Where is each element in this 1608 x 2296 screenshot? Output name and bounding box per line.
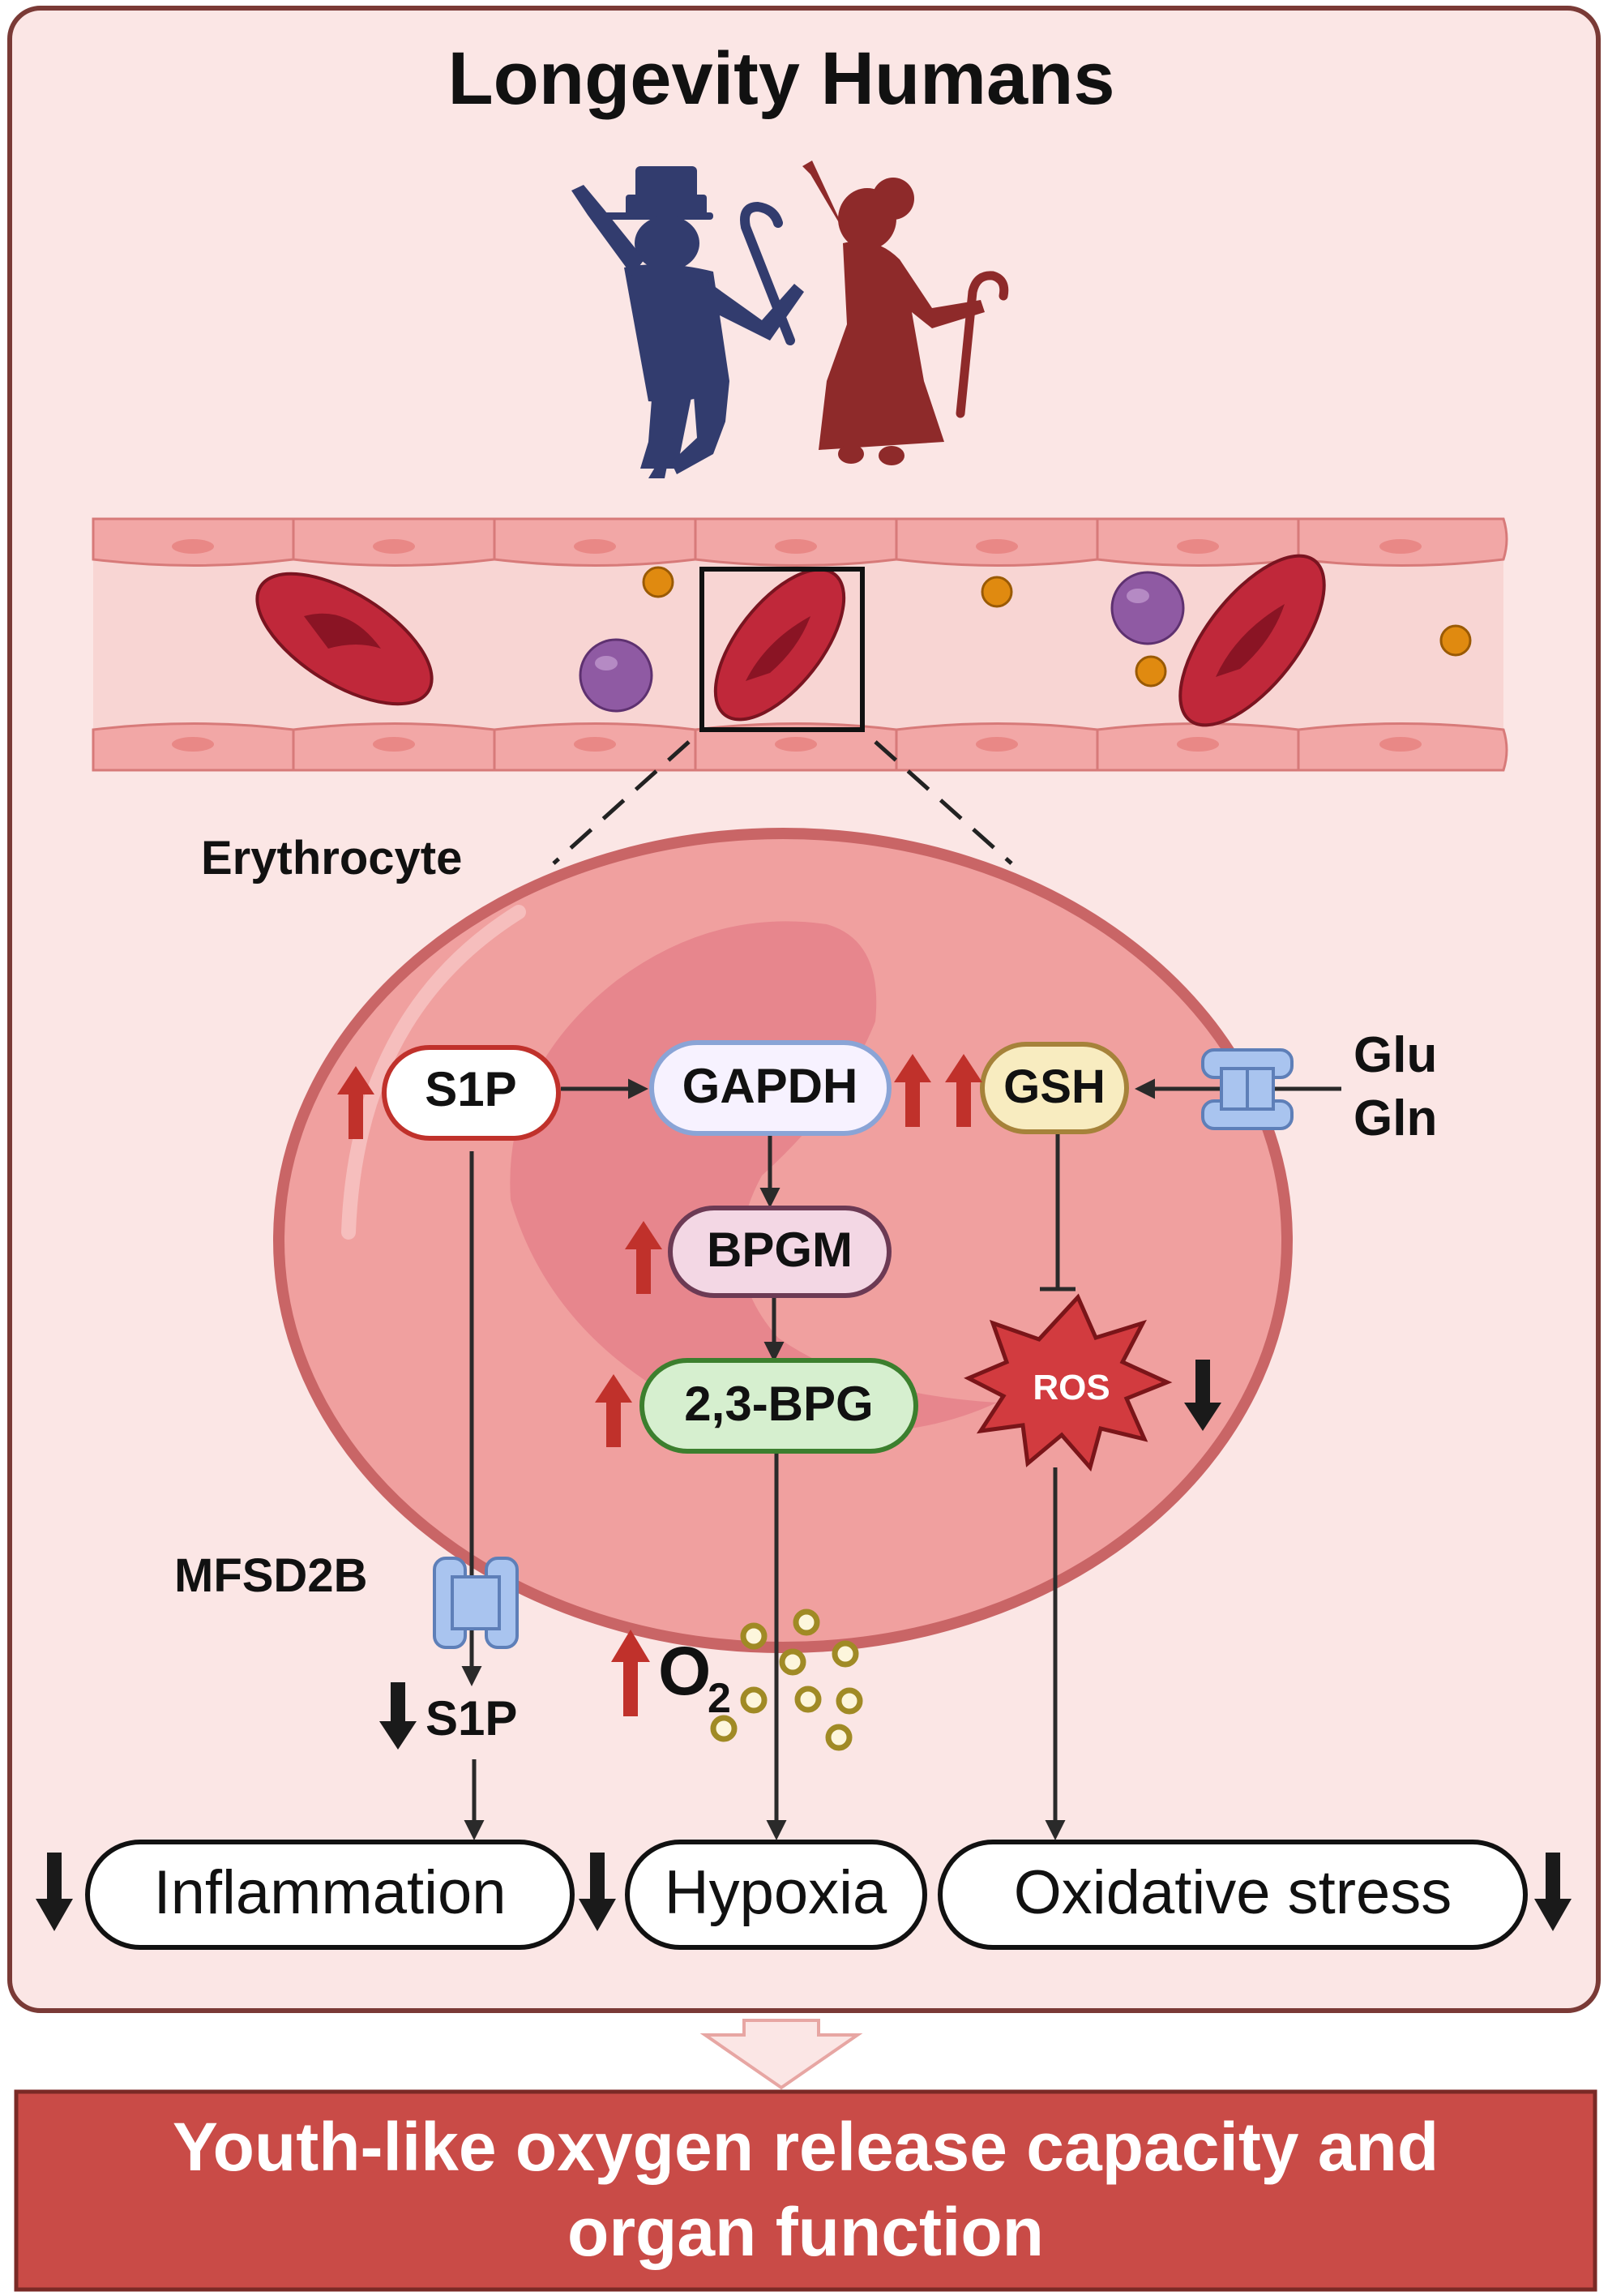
woman-with-cane-icon [802, 161, 985, 465]
zoom-line-left [552, 740, 691, 865]
ros-label: ROS [1033, 1368, 1110, 1407]
node-gapdh: GAPDH [649, 1040, 892, 1136]
red-blood-cell-icon [255, 572, 434, 706]
svg-text:GSH: GSH [1003, 1060, 1106, 1113]
white-blood-cell-icon [1110, 571, 1185, 645]
platelet-icon [642, 566, 1472, 688]
glu-label: Glu [1354, 1027, 1437, 1083]
zoom-line-right [874, 740, 1013, 865]
outcome-oxidative-stress: Oxidative stress [938, 1840, 1528, 1950]
title: Longevity Humans [447, 37, 1114, 120]
svg-text:Oxidative stress: Oxidative stress [1014, 1858, 1452, 1927]
oxygen-label: O 2 [658, 1633, 731, 1722]
red-blood-cell-icon [713, 568, 846, 722]
white-blood-cell-icon [579, 638, 653, 713]
svg-text:2: 2 [708, 1675, 731, 1722]
svg-text:O: O [658, 1633, 711, 1709]
node-s1p: S1P [382, 1045, 561, 1141]
zoom-box [699, 567, 865, 732]
blood-vessel [92, 517, 1508, 772]
oxygen-molecule-icon [710, 1608, 863, 1751]
woman-cane-icon [956, 271, 1009, 418]
mfsd2b-transporter-icon [433, 1557, 519, 1649]
svg-text:Inflammation: Inflammation [153, 1858, 506, 1927]
outcome-inflammation: Inflammation [85, 1840, 575, 1950]
ros-burst-icon: ROS [964, 1293, 1173, 1472]
red-blood-cell-icon [1178, 554, 1326, 727]
node-gsh: GSH [980, 1042, 1129, 1134]
mfsd2b-label: MFSD2B [174, 1549, 367, 1602]
man-cane-icon [740, 201, 795, 345]
outcome-hypoxia: Hypoxia [625, 1840, 927, 1950]
up-arrow-icon [337, 1054, 982, 1716]
conclusion-banner: Youth-like oxygen release capacity and o… [14, 2089, 1597, 2292]
svg-text:BPGM: BPGM [707, 1223, 853, 1277]
svg-text:GAPDH: GAPDH [682, 1059, 858, 1113]
s1p-out-label: S1P [426, 1691, 517, 1746]
down-arrow-icon [36, 1360, 1572, 1931]
svg-text:S1P: S1P [425, 1062, 516, 1116]
gln-label: Gln [1354, 1090, 1437, 1146]
transporter-icon [1201, 1048, 1294, 1130]
svg-text:2,3-BPG: 2,3-BPG [684, 1377, 873, 1431]
inhibition-line [1040, 1133, 1076, 1292]
node-bpg: 2,3-BPG [639, 1358, 918, 1454]
erythrocyte-label: Erythrocyte [201, 832, 462, 885]
conclusion-line-1: Youth-like oxygen release capacity and [173, 2109, 1439, 2185]
conclusion-line-2: organ function [567, 2194, 1044, 2270]
pathway-arrows [461, 1078, 1341, 1840]
hollow-down-arrow-icon [699, 2019, 863, 2090]
svg-text:Hypoxia: Hypoxia [665, 1858, 887, 1927]
node-bpgm: BPGM [668, 1206, 892, 1298]
